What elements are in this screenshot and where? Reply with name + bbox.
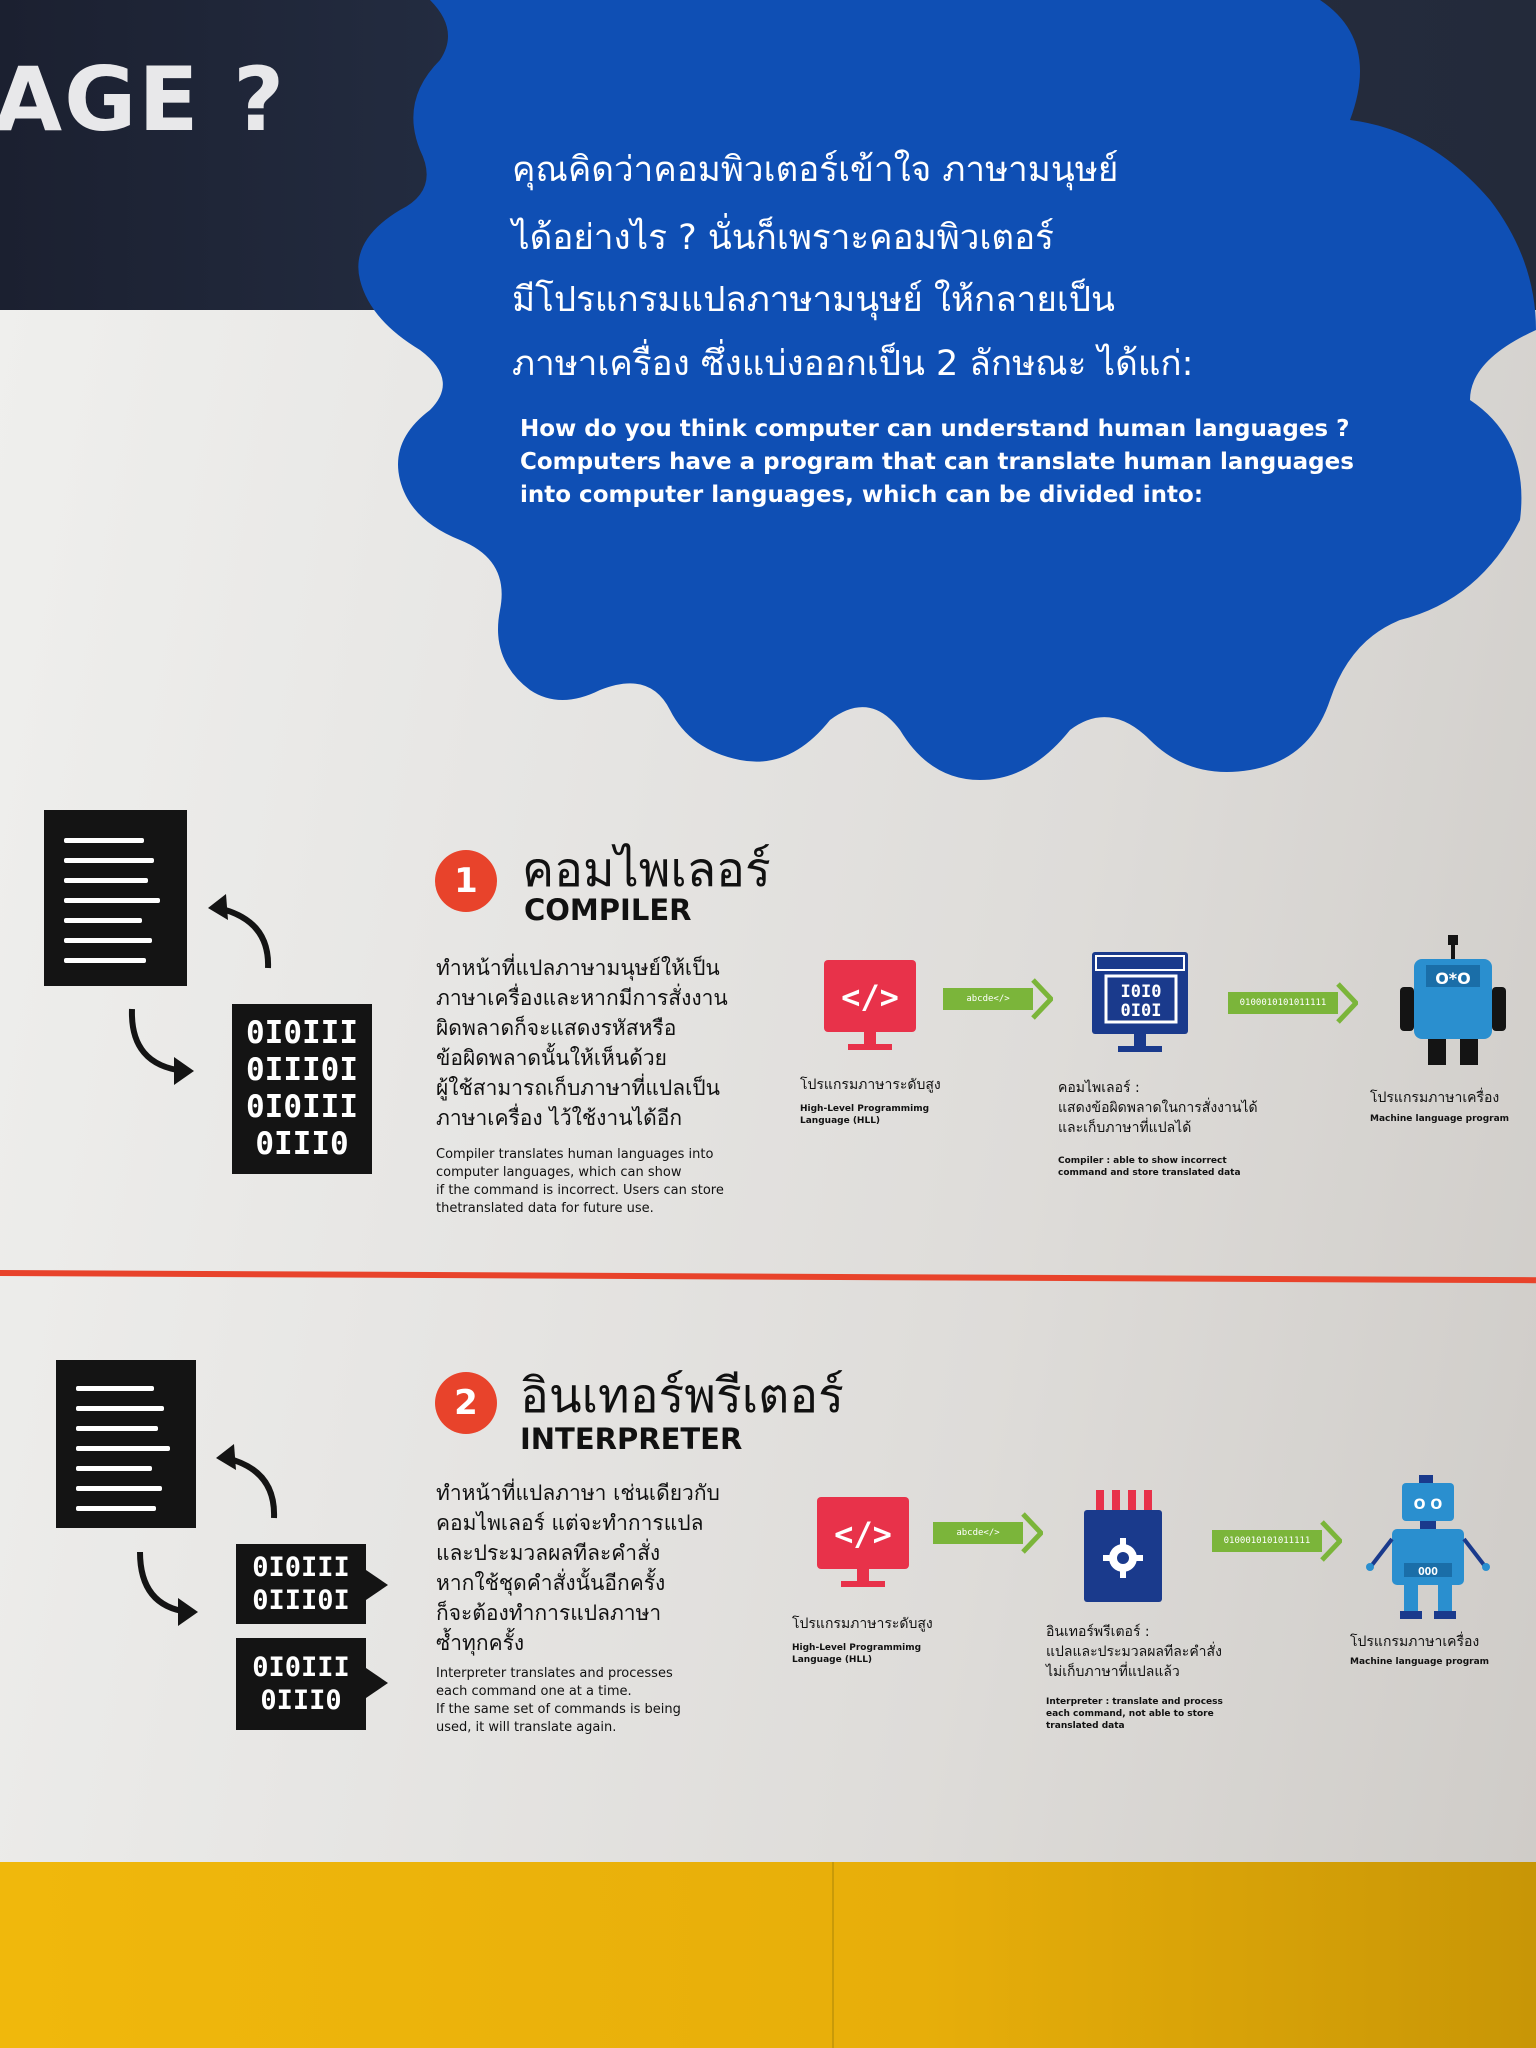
intro-en-line-1: How do you think computer can understand… xyxy=(520,416,1350,442)
code-monitor-icon: </> xyxy=(824,960,916,1050)
robot-icon: O*O xyxy=(1400,935,1506,1065)
document-icon xyxy=(56,1360,196,1528)
partial-heading: AGE ? xyxy=(0,48,287,151)
compiler-desc-th: ทำหน้าที่แปลภาษามนุษย์ให้เป็นภาษาเครื่อง… xyxy=(436,956,728,1130)
binary-code-icon: 0I0III 0III0I 0I0III 0III0 xyxy=(232,1004,372,1174)
compiler-desc-en: Compiler translates human languages into… xyxy=(436,1147,724,1216)
svg-text:</>: </> xyxy=(834,1515,892,1553)
step-compiler-label-th: คอมไพเลอร์ :แสดงข้อผิดพลาดในการสั่งงานได… xyxy=(1058,1080,1258,1136)
svg-text:O O: O O xyxy=(1414,1497,1443,1513)
arrow-right-icon xyxy=(1320,1520,1342,1562)
svg-text:OOO: OOO xyxy=(1418,1565,1438,1578)
arrow-right-icon xyxy=(1031,978,1053,1020)
wall-seam xyxy=(832,1862,834,2048)
curved-arrow-up-icon xyxy=(216,1444,278,1519)
code-monitor-icon: </> xyxy=(817,1497,909,1587)
interpreter-desc-th: ทำหน้าที่แปลภาษา เช่นเดียวกับคอมไพเลอร์ … xyxy=(436,1481,720,1655)
pointer-tab-icon xyxy=(366,1570,388,1600)
interpreter-title-th: อินเทอร์พรีเตอร์ xyxy=(520,1368,844,1424)
intro-en-line-3: into computer languages, which can be di… xyxy=(520,482,1204,508)
intro-th-line-4: ภาษาเครื่อง ซึ่งแบ่งออกเป็น 2 ลักษณะ ได้… xyxy=(512,344,1194,384)
svg-text:</>: </> xyxy=(841,978,899,1016)
step-hll-label-th: โปรแกรมภาษาระดับสูง xyxy=(800,1077,941,1093)
step-number-badge: 1 xyxy=(435,850,497,912)
step-machine-label-th: โปรแกรมภาษาเครื่อง xyxy=(1370,1090,1500,1106)
step-machine-label-th: โปรแกรมภาษาเครื่อง xyxy=(1350,1634,1480,1650)
binary-arrow-tag: 0100010101011111 xyxy=(1212,1530,1322,1552)
code-arrow-tag: abcde</> xyxy=(943,988,1033,1010)
intro-en-line-2: Computers have a program that can transl… xyxy=(520,449,1354,475)
interpreter-chip-icon xyxy=(1084,1490,1162,1602)
compiler-monitor-icon: I0I0 0I0I xyxy=(1092,952,1188,1052)
blue-burst-shape xyxy=(358,0,1536,780)
curved-arrow-up-icon xyxy=(208,894,272,969)
intro-th-line-3: มีโปรแกรมแปลภาษามนุษย์ ให้กลายเป็น xyxy=(512,280,1115,320)
svg-text:0I0I: 0I0I xyxy=(1121,1001,1162,1021)
step-hll-label-th: โปรแกรมภาษาระดับสูง xyxy=(792,1616,933,1632)
intro-th-line-2: ได้อย่างไร ? นั่นก็เพราะคอมพิวเตอร์ xyxy=(512,218,1054,258)
curved-arrow-down-icon xyxy=(137,1551,198,1626)
yellow-wall-strip xyxy=(0,1862,1536,2048)
step-machine-label-en: Machine language program xyxy=(1370,1114,1510,1124)
document-icon xyxy=(44,810,187,986)
arrow-right-icon xyxy=(1336,982,1358,1024)
svg-text:I0I0: I0I0 xyxy=(1121,982,1162,1002)
arrow-right-icon xyxy=(1021,1512,1043,1554)
step-machine-label-en: Machine language program xyxy=(1350,1657,1490,1667)
interpreter-title-en: INTERPRETER xyxy=(520,1422,743,1456)
robot-icon: O O OOO xyxy=(1366,1475,1490,1619)
pointer-tab-icon xyxy=(366,1668,388,1698)
code-arrow-tag: abcde</> xyxy=(933,1522,1023,1544)
step-number-badge: 2 xyxy=(435,1372,497,1434)
step-interpreter-label-th: อินเทอร์พรีเตอร์ :แปลและประมวลผลทีละคำสั… xyxy=(1046,1624,1222,1680)
compiler-title-en: COMPILER xyxy=(524,893,692,927)
binary-arrow-tag: 0100010101011111 xyxy=(1228,992,1338,1014)
curved-arrow-down-icon xyxy=(128,1008,194,1085)
intro-th-line-1: คุณคิดว่าคอมพิวเตอร์เข้าใจ ภาษามนุษย์ xyxy=(512,150,1119,190)
svg-text:O*O: O*O xyxy=(1435,969,1471,988)
compiler-title-th: คอมไพเลอร์ xyxy=(522,842,771,898)
